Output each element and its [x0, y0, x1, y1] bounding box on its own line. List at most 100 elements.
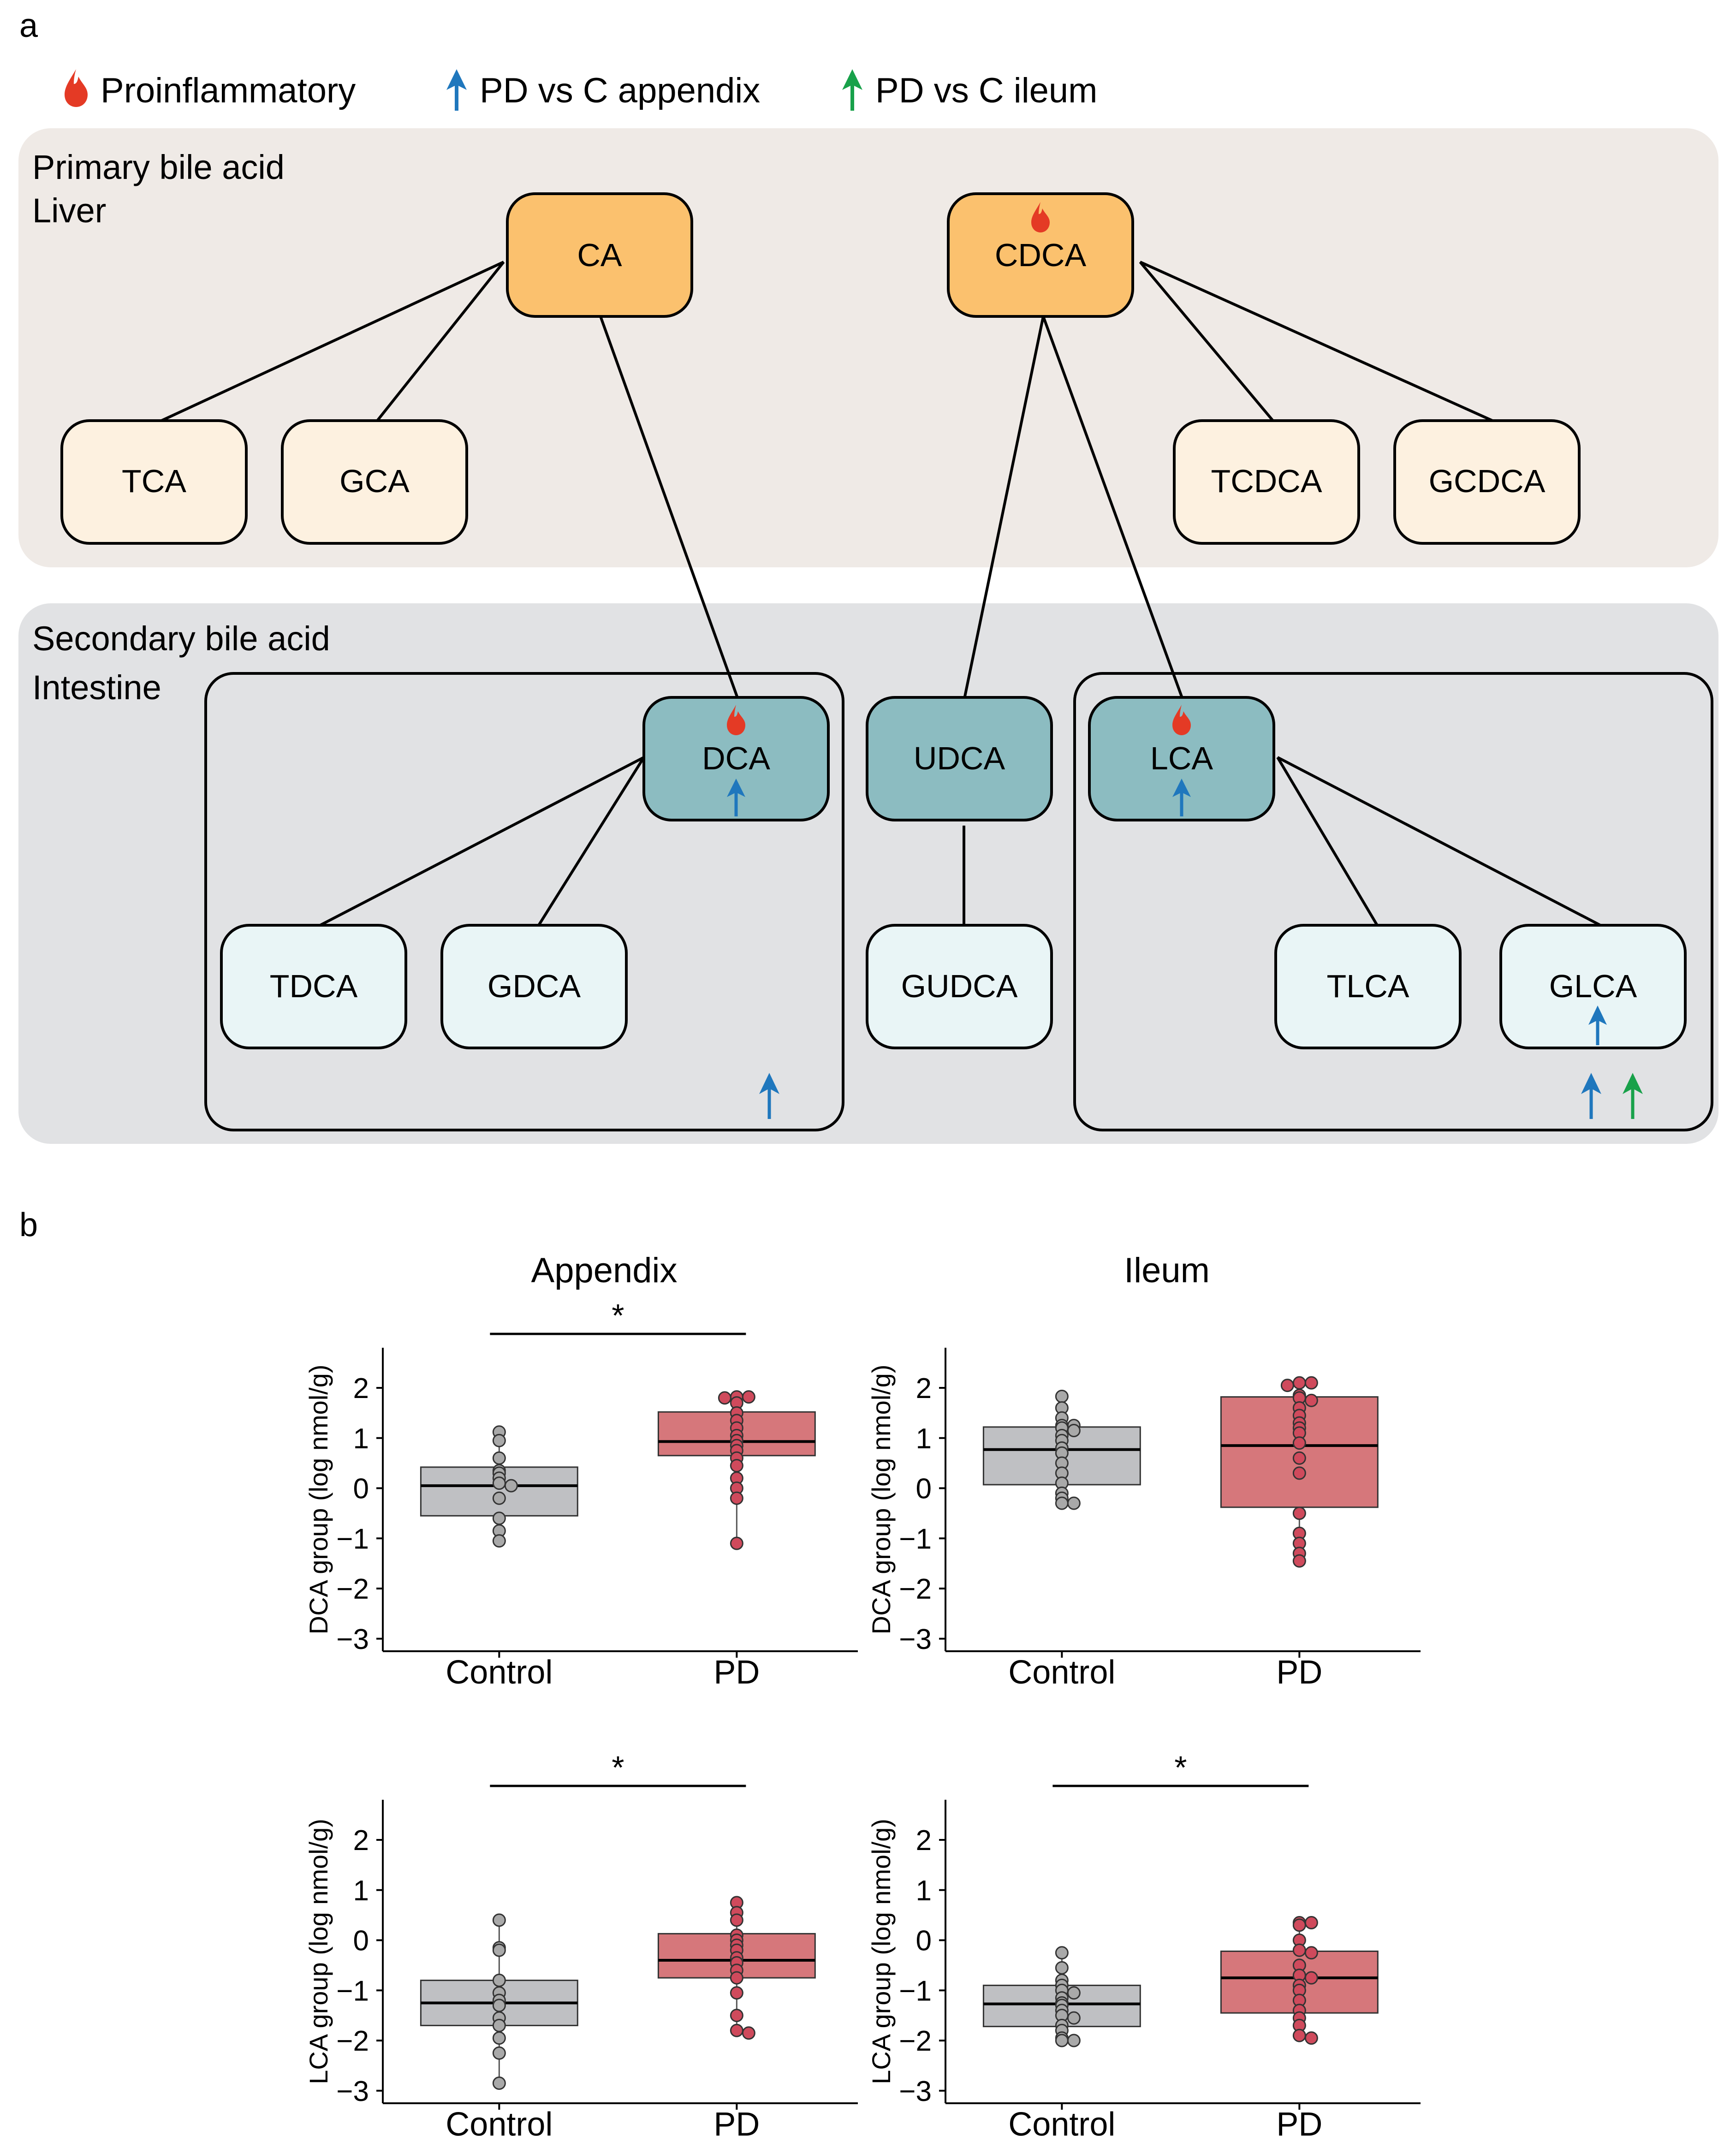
- node-tcdca: TCDCA: [1173, 419, 1360, 545]
- primary-section-title: Primary bile acid: [32, 148, 285, 186]
- column-title-appendix: Appendix: [531, 1251, 678, 1290]
- svg-text:CA: CA: [577, 237, 622, 273]
- edge-ca-dca: [599, 315, 738, 697]
- y-tick-label: 0: [353, 1925, 369, 1957]
- significance-star: *: [612, 1297, 624, 1333]
- data-point: [1067, 1986, 1081, 2000]
- svg-text:GDCA: GDCA: [488, 968, 581, 1004]
- data-point: [492, 1943, 506, 1957]
- y-tick-label: −2: [336, 2025, 369, 2057]
- svg-text:TCA: TCA: [122, 463, 186, 499]
- node-gcdca: GCDCA: [1393, 419, 1581, 545]
- svg-text:GLCA: GLCA: [1549, 968, 1637, 1004]
- data-point: [1055, 2034, 1069, 2047]
- data-point: [504, 1479, 518, 1493]
- x-tick-label: Control: [446, 2106, 553, 2136]
- data-point: [1292, 1918, 1306, 1932]
- edge-cdca-udca: [963, 316, 1045, 697]
- edges: [161, 261, 1601, 927]
- svg-text:LCA: LCA: [1150, 740, 1213, 776]
- data-point: [1055, 1961, 1069, 1975]
- y-tick-label: −3: [899, 1624, 932, 1655]
- svg-text:UDCA: UDCA: [914, 740, 1005, 776]
- y-tick-label: 0: [916, 1925, 932, 1957]
- data-point: [742, 2026, 755, 2040]
- data-point: [1292, 1436, 1306, 1450]
- data-point: [1292, 1466, 1306, 1480]
- flame-icon: [1031, 202, 1050, 232]
- data-point: [1292, 1943, 1306, 1957]
- data-point: [730, 1491, 743, 1505]
- ileum-arrow-icon: [842, 69, 862, 111]
- legend: Proinflammatory PD vs C appendix PD vs C…: [65, 69, 1097, 111]
- secondary-section-subtitle: Intestine: [32, 668, 161, 707]
- data-point: [1055, 1496, 1069, 1510]
- x-tick-label: PD: [1276, 1654, 1322, 1691]
- edge-lca-glca: [1277, 756, 1601, 927]
- dca-group-outline: [204, 672, 844, 1131]
- svg-text:CDCA: CDCA: [995, 237, 1087, 273]
- data-point: [1280, 1379, 1294, 1392]
- node-gdca: GDCA: [440, 924, 628, 1049]
- data-point: [742, 1390, 755, 1404]
- svg-text:GUDCA: GUDCA: [901, 968, 1018, 1004]
- y-tick-label: −3: [899, 2076, 932, 2107]
- node-dca: DCA: [642, 696, 830, 821]
- node-tlca: TLCA: [1274, 924, 1462, 1049]
- y-tick-label: 0: [916, 1473, 932, 1505]
- data-point: [1292, 2029, 1306, 2042]
- column-title-ileum: Ileum: [1124, 1251, 1210, 1290]
- y-tick-label: −3: [336, 2076, 369, 2107]
- data-point: [1067, 1423, 1081, 1437]
- node-lca: LCA: [1088, 696, 1275, 821]
- secondary-section-title: Secondary bile acid: [32, 619, 330, 658]
- data-point: [1067, 2011, 1081, 2025]
- y-axis-label: DCA group (log nmol/g): [304, 1364, 333, 1634]
- y-tick-label: 1: [916, 1875, 932, 1907]
- lca-group-ileum-arrow-icon: [1623, 1073, 1643, 1119]
- node-tca: TCA: [60, 419, 248, 545]
- y-tick-label: 2: [916, 1825, 932, 1856]
- panel-b-label: b: [19, 1207, 38, 1244]
- data-point: [730, 1986, 743, 2000]
- svg-text:TLCA: TLCA: [1327, 968, 1409, 1004]
- edge-cdca-lca: [1042, 315, 1183, 697]
- significance-star: *: [1174, 1749, 1187, 1785]
- data-point: [1292, 1506, 1306, 1520]
- legend-proinflammatory: Proinflammatory: [101, 71, 356, 110]
- y-tick-label: 1: [916, 1423, 932, 1455]
- edge-cdca-gcdca: [1139, 261, 1493, 422]
- y-tick-label: 2: [353, 1825, 369, 1856]
- data-point: [1304, 1376, 1318, 1390]
- y-tick-label: 2: [916, 1373, 932, 1404]
- panel-a-label: a: [19, 7, 38, 44]
- arrowhead: [1581, 1073, 1601, 1094]
- node-udca: UDCA: [866, 696, 1053, 821]
- significance-star: *: [612, 1749, 624, 1785]
- y-axis-label: DCA group (log nmol/g): [867, 1364, 896, 1634]
- node-gca: GCA: [281, 419, 468, 545]
- data-point: [1292, 1451, 1306, 1465]
- data-point: [1292, 1376, 1306, 1390]
- y-tick-label: 1: [353, 1875, 369, 1907]
- y-tick-label: −2: [899, 2025, 932, 2057]
- data-point: [492, 1476, 506, 1490]
- node-gudca: GUDCA: [866, 924, 1053, 1049]
- appendix-arrow-icon: [446, 69, 467, 111]
- x-tick-label: Control: [1008, 1654, 1115, 1691]
- secondary-section: [18, 603, 1718, 1144]
- data-point: [492, 2018, 506, 2032]
- data-point: [1055, 1389, 1069, 1403]
- data-point: [730, 1536, 743, 1550]
- node-glca: GLCA: [1499, 924, 1687, 1049]
- edge-dca-gdca: [537, 756, 645, 926]
- data-point: [492, 1534, 506, 1548]
- data-point: [492, 1511, 506, 1525]
- dca-group-appendix-arrow-icon: [759, 1073, 779, 1119]
- node-tdca: TDCA: [220, 924, 407, 1049]
- data-point: [730, 1913, 743, 1927]
